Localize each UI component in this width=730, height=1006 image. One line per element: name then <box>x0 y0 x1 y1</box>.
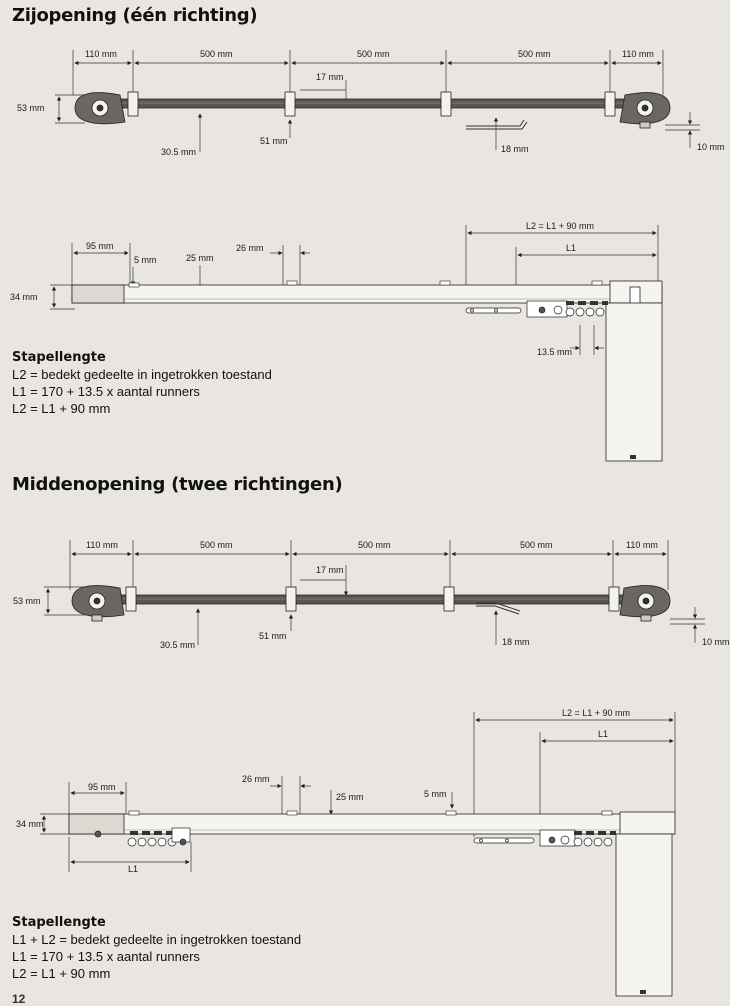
dim-hook: 18 mm <box>502 637 530 647</box>
dim-span-2: 500 mm <box>358 540 391 550</box>
stack-line: L2 = L1 + 90 mm <box>12 401 111 416</box>
dim-start: 95 mm <box>88 782 116 792</box>
dim-gap: 17 mm <box>316 565 344 575</box>
top-view-diagram-2: 110 mm 500 mm 500 mm 500 mm 110 mm 53 mm… <box>13 540 730 650</box>
dim-l1: L1 <box>566 243 576 253</box>
dim-clip: 26 mm <box>242 774 270 784</box>
dim-l2: L2 = L1 + 90 mm <box>562 708 630 718</box>
dim-height: 53 mm <box>17 103 45 113</box>
dim-span-3: 500 mm <box>520 540 553 550</box>
dim-notch: 5 mm <box>424 789 447 799</box>
dim-runner: 13.5 mm <box>537 347 572 357</box>
dim-depth: 25 mm <box>186 253 214 263</box>
dim-end-right: 110 mm <box>622 49 654 59</box>
dim-side: 10 mm <box>697 142 725 152</box>
dim-span-1: 500 mm <box>200 540 233 550</box>
stack-length-block-1: Stapellengte L2 = bedekt gedeelte in ing… <box>12 349 272 417</box>
dim-height: 53 mm <box>13 596 41 606</box>
dim-notch: 5 mm <box>134 255 157 265</box>
side-view-diagram-1: L2 = L1 + 90 mm L1 95 mm 5 mm 25 mm 26 m… <box>10 221 663 462</box>
stack-heading: Stapellengte <box>12 915 106 930</box>
dim-height: 34 mm <box>10 292 38 302</box>
dim-span-1: 500 mm <box>200 49 233 59</box>
page-number: 12 <box>12 992 26 1006</box>
dim-l1-left: L1 <box>128 864 138 874</box>
dim-rail: 30.5 mm <box>161 147 196 157</box>
stack-line: L2 = bedekt gedeelte in ingetrokken toes… <box>12 367 272 382</box>
dim-end-left: 110 mm <box>86 540 118 550</box>
side-view-diagram-2: L2 = L1 + 90 mm L1 95 mm 26 mm 25 mm 5 m… <box>16 708 676 997</box>
dim-l1: L1 <box>598 729 608 739</box>
dim-start: 95 mm <box>86 241 114 251</box>
dim-side: 10 mm <box>702 637 730 647</box>
dim-height: 34 mm <box>16 819 44 829</box>
dim-clip: 26 mm <box>236 243 264 253</box>
stack-line: L2 = L1 + 90 mm <box>12 966 111 981</box>
section-title-zijopening: Zijopening (één richting) <box>12 5 258 26</box>
dim-rail: 30.5 mm <box>160 640 195 650</box>
top-view-diagram-1: 110 mm 500 mm 500 mm 500 mm 110 mm 53 mm… <box>17 49 725 157</box>
dim-gap: 17 mm <box>316 72 344 82</box>
stack-line: L1 + L2 = bedekt gedeelte in ingetrokken… <box>12 932 302 947</box>
dim-end-left: 110 mm <box>85 49 117 59</box>
stack-line: L1 = 170 + 13.5 x aantal runners <box>12 384 200 399</box>
dim-hook: 18 mm <box>501 144 529 154</box>
section-title-middenopening: Middenopening (twee richtingen) <box>12 474 343 495</box>
dim-depth: 25 mm <box>336 792 364 802</box>
stack-length-block-2: Stapellengte L1 + L2 = bedekt gedeelte i… <box>12 914 301 982</box>
stack-heading: Stapellengte <box>12 350 106 365</box>
stack-line: L1 = 170 + 13.5 x aantal runners <box>12 949 200 964</box>
dim-span-2: 500 mm <box>357 49 390 59</box>
dim-span-3: 500 mm <box>518 49 551 59</box>
dim-bracket: 51 mm <box>259 631 287 641</box>
dim-l2: L2 = L1 + 90 mm <box>526 221 594 231</box>
dim-end-right: 110 mm <box>626 540 658 550</box>
dim-bracket: 51 mm <box>260 136 288 146</box>
